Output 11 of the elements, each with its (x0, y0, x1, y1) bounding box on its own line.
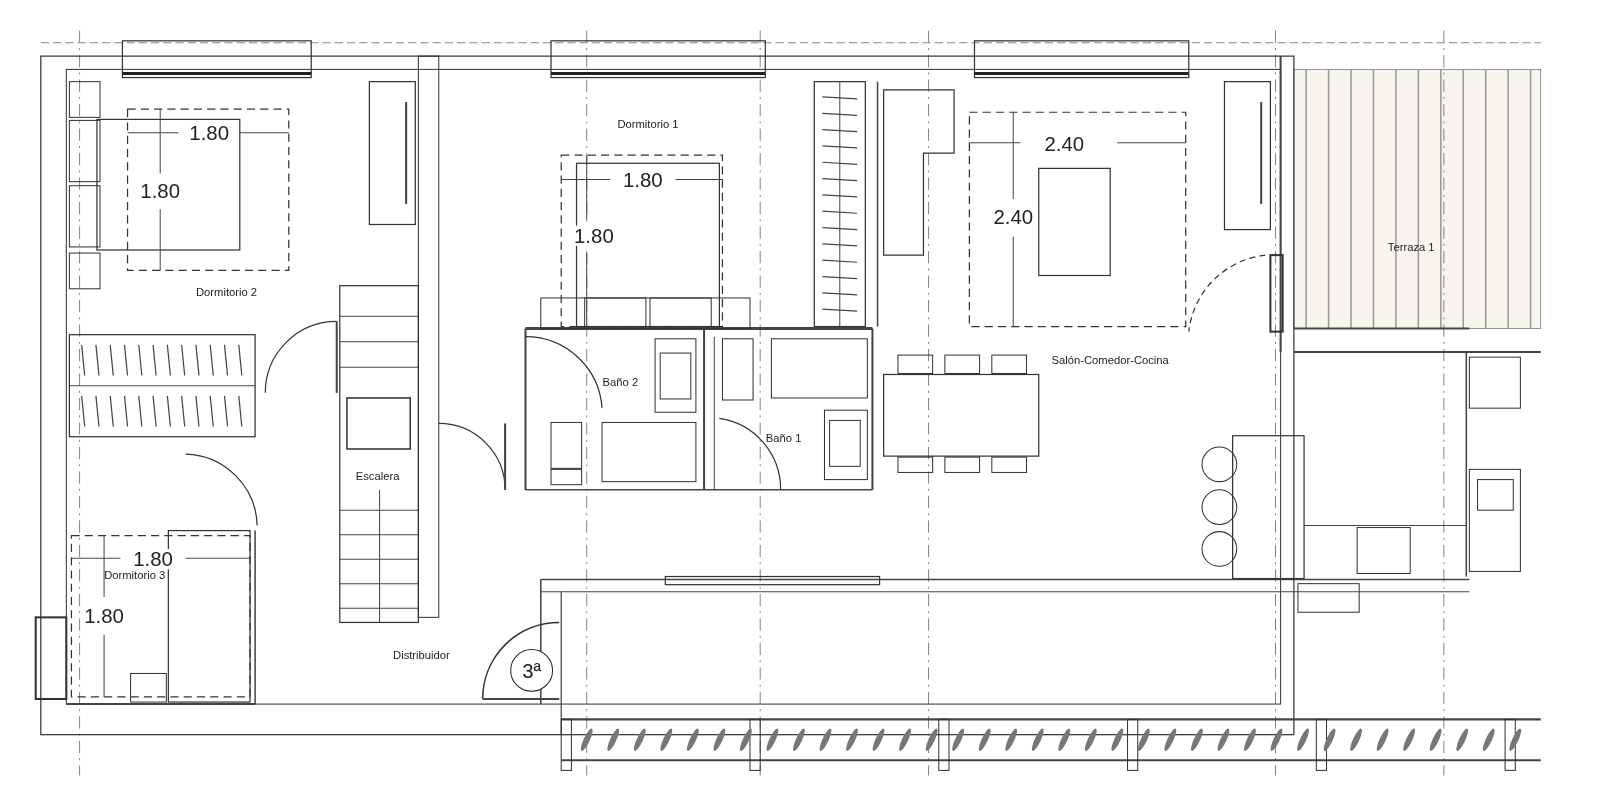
dimension-label: 1.80 (131, 549, 175, 570)
room-label: Salón-Comedor-Cocina (1051, 354, 1169, 366)
room-label: Escalera (355, 470, 400, 483)
room-label: Dormitorio 3 (104, 569, 166, 582)
room-label: Dormitorio 2 (195, 287, 258, 299)
floor-marker: 3ª (510, 648, 554, 692)
room-label: Baño 1 (765, 433, 802, 445)
room-label: Baño 2 (602, 377, 639, 389)
room-label: Terraza 1 (1387, 241, 1435, 253)
room-label: Distribuidor (393, 649, 450, 661)
room-label: Dormitorio 1 (617, 118, 679, 131)
